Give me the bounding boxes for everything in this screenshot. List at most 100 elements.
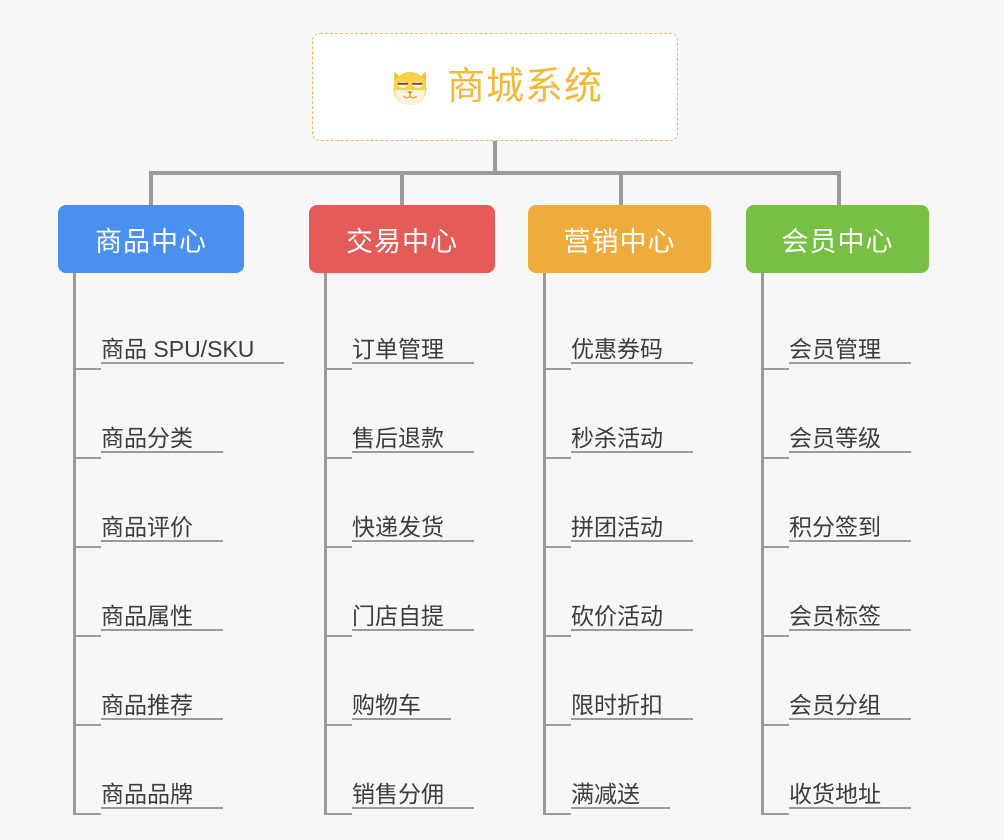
list-item[interactable]: 购物车 (324, 637, 495, 726)
list-item-label: 优惠券码 (571, 336, 693, 364)
leaf-connector (324, 724, 352, 726)
connector-root-stem (493, 141, 497, 174)
branch-column-4: 会员中心 会员管理 会员等级 积分签到 会员标签 会员分组 (746, 205, 929, 815)
list-item-label: 商品推荐 (101, 692, 223, 720)
list-item-label: 快递发货 (352, 514, 474, 542)
list-item[interactable]: 满减送 (543, 726, 711, 815)
list-item[interactable]: 会员分组 (761, 637, 929, 726)
root-title: 商城系统 (446, 66, 603, 108)
leaf-connector (761, 368, 789, 370)
connector-branch-1 (149, 171, 153, 205)
branch-list-1: 商品 SPU/SKU 商品分类 商品评价 商品属性 商品推荐 商品品牌 (73, 273, 285, 815)
leaf-connector (73, 546, 101, 548)
list-item-label: 秒杀活动 (571, 425, 693, 453)
list-item[interactable]: 砍价活动 (543, 548, 711, 637)
category-header-2[interactable]: 交易中心 (309, 205, 495, 273)
leaf-connector (73, 368, 101, 370)
leaf-connector (324, 635, 352, 637)
list-item-label: 拼团活动 (571, 514, 693, 542)
branch-list-4: 会员管理 会员等级 积分签到 会员标签 会员分组 收货地址 (761, 273, 929, 815)
connector-branch-4 (837, 171, 841, 205)
list-item-label: 商品分类 (101, 425, 223, 453)
root-node-shop-system[interactable]: 商城系统 (312, 33, 678, 141)
list-item[interactable]: 收货地址 (761, 726, 929, 815)
branch-spine-3 (543, 273, 546, 815)
list-item[interactable]: 会员等级 (761, 370, 929, 459)
leaf-connector (543, 368, 571, 370)
leaf-connector (761, 813, 789, 815)
list-item-label: 购物车 (352, 692, 451, 720)
category-header-1-label: 商品中心 (95, 226, 207, 257)
list-item[interactable]: 积分签到 (761, 459, 929, 548)
connector-horizontal-bus (149, 171, 841, 175)
list-item[interactable]: 拼团活动 (543, 459, 711, 548)
list-item-label: 订单管理 (352, 336, 474, 364)
list-item[interactable]: 商品品牌 (73, 726, 244, 815)
connector-branch-2 (400, 171, 404, 205)
list-item[interactable]: 商品分类 (73, 370, 244, 459)
leaf-connector (324, 457, 352, 459)
list-item[interactable]: 商品属性 (73, 548, 244, 637)
list-item[interactable]: 销售分佣 (324, 726, 495, 815)
category-header-4[interactable]: 会员中心 (746, 205, 929, 273)
branch-spine-1 (73, 273, 76, 815)
list-item-label: 收货地址 (789, 781, 911, 809)
list-item[interactable]: 会员标签 (761, 548, 929, 637)
leaf-connector (761, 457, 789, 459)
list-item-label: 售后退款 (352, 425, 474, 453)
leaf-connector (73, 724, 101, 726)
list-item-label: 商品评价 (101, 514, 223, 542)
list-item[interactable]: 优惠券码 (543, 281, 711, 370)
branch-column-3: 营销中心 优惠券码 秒杀活动 拼团活动 砍价活动 限时折扣 (528, 205, 711, 815)
leaf-connector (543, 813, 571, 815)
branch-spine-2 (324, 273, 327, 815)
leaf-connector (324, 546, 352, 548)
shiba-dog-emoji (393, 71, 427, 107)
list-item-label: 积分签到 (789, 514, 911, 542)
list-item-label: 会员等级 (789, 425, 911, 453)
list-item[interactable]: 限时折扣 (543, 637, 711, 726)
branch-column-2: 交易中心 订单管理 售后退款 快递发货 门店自提 购物车 (309, 205, 495, 815)
branch-list-2: 订单管理 售后退款 快递发货 门店自提 购物车 销售分佣 (324, 273, 495, 815)
list-item[interactable]: 秒杀活动 (543, 370, 711, 459)
list-item-label: 商品品牌 (101, 781, 223, 809)
list-item-label: 会员标签 (789, 603, 911, 631)
leaf-connector (543, 724, 571, 726)
leaf-connector (543, 457, 571, 459)
list-item-label: 商品属性 (101, 603, 223, 631)
list-item-label: 会员分组 (789, 692, 911, 720)
list-item[interactable]: 售后退款 (324, 370, 495, 459)
leaf-connector (761, 546, 789, 548)
list-item-label: 满减送 (571, 781, 670, 809)
branch-spine-4 (761, 273, 764, 815)
list-item-label: 商品 SPU/SKU (101, 336, 285, 364)
list-item[interactable]: 商品 SPU/SKU (73, 281, 285, 370)
leaf-connector (761, 724, 789, 726)
category-header-3[interactable]: 营销中心 (528, 205, 711, 273)
list-item-label: 会员管理 (789, 336, 911, 364)
leaf-connector (761, 635, 789, 637)
leaf-connector (324, 368, 352, 370)
leaf-connector (73, 813, 101, 815)
list-item[interactable]: 门店自提 (324, 548, 495, 637)
leaf-connector (543, 635, 571, 637)
category-header-1[interactable]: 商品中心 (58, 205, 244, 273)
list-item[interactable]: 会员管理 (761, 281, 929, 370)
category-header-3-label: 营销中心 (563, 226, 676, 257)
branch-column-1: 商品中心 商品 SPU/SKU 商品分类 商品评价 商品属性 商品推荐 (58, 205, 285, 815)
category-header-2-label: 交易中心 (346, 226, 458, 257)
leaf-connector (73, 457, 101, 459)
list-item-label: 销售分佣 (352, 781, 474, 809)
connector-branch-3 (619, 171, 623, 205)
list-item[interactable]: 商品评价 (73, 459, 244, 548)
leaf-connector (543, 546, 571, 548)
list-item[interactable]: 订单管理 (324, 281, 495, 370)
list-item-label: 砍价活动 (571, 603, 693, 631)
list-item-label: 限时折扣 (571, 692, 693, 720)
list-item-label: 门店自提 (352, 603, 474, 631)
leaf-connector (73, 635, 101, 637)
list-item[interactable]: 快递发货 (324, 459, 495, 548)
category-header-4-label: 会员中心 (781, 226, 894, 257)
list-item[interactable]: 商品推荐 (73, 637, 244, 726)
